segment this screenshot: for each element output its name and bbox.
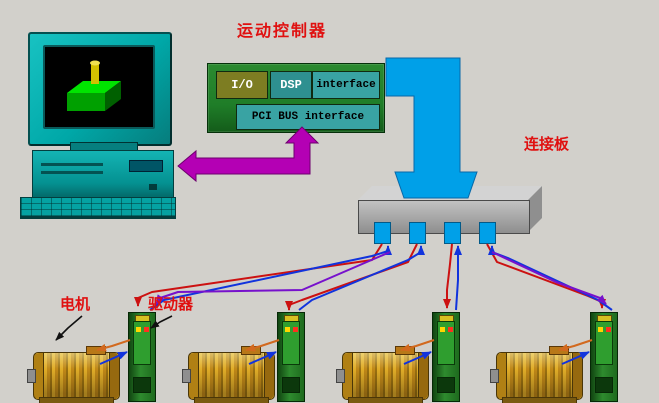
driver-panel — [437, 321, 455, 365]
bidirectional-arrow — [177, 126, 320, 183]
motor-shaft — [27, 369, 36, 383]
pci-bus-block: PCI BUS interface — [236, 104, 380, 130]
driver-led-yellow — [440, 327, 445, 332]
motor-label: 电机 — [60, 295, 91, 313]
port-1 — [374, 222, 391, 244]
port-3 — [444, 222, 461, 244]
wire-red-3 — [443, 243, 453, 309]
driver-led-yellow — [285, 327, 290, 332]
port-4 — [479, 222, 496, 244]
io-block: I/O — [216, 71, 268, 99]
tool-top — [90, 60, 100, 66]
motor-label-arrow — [55, 315, 83, 341]
driver-led-red — [144, 327, 149, 332]
part-side-face — [105, 81, 121, 111]
motor-shaft — [336, 369, 345, 383]
driver-led-red — [606, 327, 611, 332]
motor-terminal-box — [549, 346, 569, 355]
motion-controller-board: I/O DSP interface PCI BUS interface — [207, 63, 385, 133]
driver-label: 驱动器 — [148, 295, 194, 313]
driver-led-red — [293, 327, 298, 332]
keyboard — [20, 197, 176, 219]
crt-screen — [43, 45, 155, 129]
wire-red-4 — [486, 243, 606, 309]
motor-end-cap — [34, 353, 44, 399]
tool-shank — [91, 63, 99, 84]
dsp-block: DSP — [270, 71, 312, 99]
motor-terminal-box — [395, 346, 415, 355]
connection-board-label: 连接板 — [524, 135, 570, 153]
driver-connector — [133, 377, 151, 393]
port-2 — [409, 222, 426, 244]
motor-end-cap — [264, 353, 274, 399]
motor-shaft — [182, 369, 191, 383]
wire-blue-2 — [298, 245, 425, 311]
motor-4 — [490, 346, 583, 403]
motor-shaft — [490, 369, 499, 383]
motor-terminal-box — [86, 346, 106, 355]
crt-monitor — [28, 32, 172, 146]
interface-block: interface — [312, 71, 380, 99]
motor-2 — [182, 346, 275, 403]
motor-end-cap — [189, 353, 199, 399]
driver-4 — [590, 312, 618, 402]
driver-1 — [128, 312, 156, 402]
motor-end-cap — [497, 353, 507, 399]
driver-panel — [595, 321, 613, 365]
wire-blue-3 — [454, 245, 462, 311]
driver-panel — [282, 321, 300, 365]
driver-panel — [133, 321, 151, 365]
vent-slot — [41, 163, 103, 166]
driver-led-red — [448, 327, 453, 332]
screen-3d-part-graphic — [67, 60, 121, 111]
motor-end-cap — [572, 353, 582, 399]
motor-end-cap — [109, 353, 119, 399]
part-top-face — [67, 81, 121, 93]
driver-3 — [432, 312, 460, 402]
motor-3 — [336, 346, 429, 403]
driver-connector — [595, 377, 613, 393]
driver-connector — [437, 377, 455, 393]
computer-case — [32, 150, 174, 198]
wire-red-2 — [285, 243, 418, 311]
motor-end-cap — [343, 353, 353, 399]
connection-board-top — [358, 186, 542, 200]
wire-blue-4 — [488, 245, 613, 311]
driver-led-yellow — [598, 327, 603, 332]
power-button — [149, 184, 157, 190]
driver-connector — [282, 377, 300, 393]
connection-board-side — [528, 186, 542, 232]
motor-1 — [27, 346, 120, 403]
part-front-face — [67, 93, 105, 111]
floppy-drive — [129, 160, 163, 172]
motor-terminal-box — [241, 346, 261, 355]
driver-led-yellow — [136, 327, 141, 332]
vent-slot — [41, 171, 103, 174]
controller-title: 运动控制器 — [237, 21, 328, 40]
blue-pipe — [385, 57, 478, 199]
motor-end-cap — [418, 353, 428, 399]
driver-2 — [277, 312, 305, 402]
wire-purple-2 — [491, 251, 607, 305]
